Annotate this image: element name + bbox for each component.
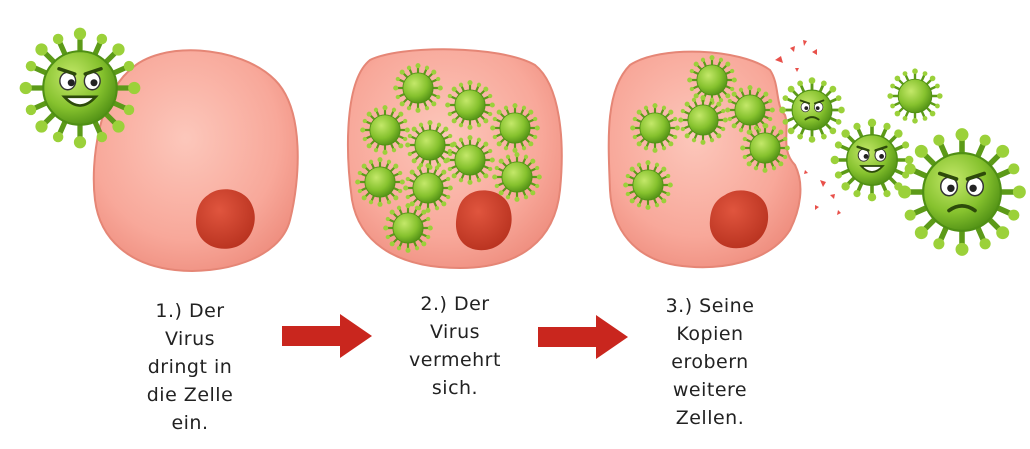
virus-icon [779, 77, 845, 143]
virus-icon [687, 55, 737, 105]
step-1-caption: 1.) Der Virus dringt in die Zelle ein. [110, 297, 270, 437]
virus-icon [740, 123, 790, 173]
virus-icon [383, 203, 433, 253]
virus-icon [492, 152, 542, 202]
virus-icon [678, 95, 728, 145]
nucleus-icon [196, 189, 255, 248]
virus-icon [355, 157, 405, 207]
virus-icon [445, 80, 495, 130]
virus-icon [490, 103, 540, 153]
step-3-caption: 3.) Seine Kopien erobern weitere Zellen. [630, 292, 790, 432]
virus-icon [393, 63, 443, 113]
virus-icon [623, 160, 673, 210]
virus-icon [898, 128, 1026, 256]
virus-icon [725, 85, 775, 135]
virus-infection-diagram [0, 0, 1030, 290]
virus-icon [887, 68, 942, 123]
virus-icon [360, 105, 410, 155]
virus-icon [630, 103, 680, 153]
virus-icon [403, 163, 453, 213]
arrow-right-icon [538, 313, 630, 361]
virus-icon [20, 28, 141, 149]
arrow-right-icon [282, 312, 374, 360]
cell-1-icon [94, 50, 298, 271]
step-2-caption: 2.) Der Virus vermehrt sich. [375, 290, 535, 402]
virus-icon [445, 135, 495, 185]
